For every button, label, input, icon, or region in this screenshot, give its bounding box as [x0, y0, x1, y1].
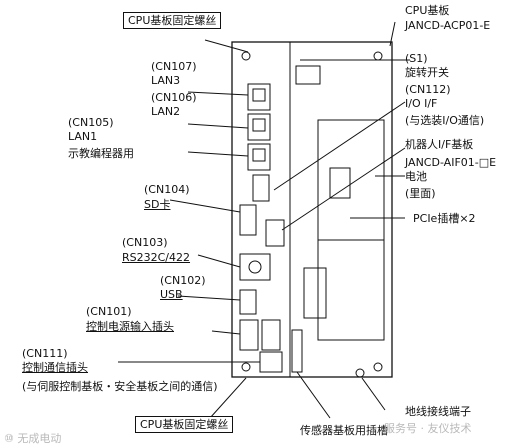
sensor-slot: [291, 329, 303, 373]
cn101-code: (CN101): [86, 305, 132, 318]
robot-if-model: JANCD-AIF01-□E: [405, 156, 497, 169]
lan3-port: [247, 83, 271, 111]
watermark-right: 服务号 · 友仪技术: [384, 422, 472, 435]
bottom-fix-screw-label: CPU基板固定螺丝: [135, 416, 234, 433]
cn112-name: I/O I/F: [405, 97, 438, 110]
s1-name: 旋转开关: [405, 66, 449, 79]
sd-card-slot: [239, 204, 257, 236]
lan1-socket: [252, 148, 266, 162]
cn106-name: LAN2: [151, 105, 181, 118]
s1-code: (S1): [405, 52, 428, 65]
bottom-left-screw: [241, 362, 251, 372]
lan2-socket: [252, 118, 266, 132]
cn111-code: (CN111): [22, 347, 68, 360]
rs232c-connector: [239, 253, 271, 281]
cn105-name: LAN1: [68, 130, 98, 143]
chassis-outline: [231, 41, 393, 378]
top-left-screw: [241, 51, 251, 61]
ground-terminal-label: 地线接线端子: [405, 405, 471, 418]
cn107-code: (CN107): [151, 60, 197, 73]
bottom-right-screw: [373, 362, 383, 372]
power-input-block: [261, 319, 281, 351]
lan1-port: [247, 143, 271, 171]
top-right-screw: [373, 51, 383, 61]
cn103-code: (CN103): [122, 236, 168, 249]
cn105-desc: 示教编程器用: [68, 147, 134, 160]
board-model: JANCD-ACP01-E: [405, 19, 491, 32]
cn111-name: 控制通信插头: [22, 361, 88, 374]
rotary-switch: [295, 65, 321, 85]
cn103-name: RS232C/422: [122, 251, 191, 264]
cn104-code: (CN104): [144, 183, 190, 196]
lan2-port: [247, 113, 271, 141]
battery-label: 电池: [405, 170, 427, 183]
cn104-name: SD卡: [144, 198, 171, 211]
ground-screw: [355, 368, 365, 378]
robot-if-board-label: 机器人I/F基板: [405, 138, 474, 151]
rs232c-port: [248, 260, 262, 274]
cn111-connector: [259, 351, 283, 373]
cpu-board-title: CPU基板: [405, 4, 450, 17]
cn107-name: LAN3: [151, 74, 181, 87]
battery-position: (里面): [405, 187, 436, 200]
cn106-code: (CN106): [151, 91, 197, 104]
watermark-left: ⑩ 无成电动: [4, 432, 62, 445]
sensor-slot-label: 传感器基板用插槽: [300, 424, 388, 437]
cn101-name: 控制电源输入插头: [86, 320, 174, 333]
cn105-code: (CN105): [68, 116, 114, 129]
cn102-name: USB: [160, 288, 183, 301]
battery-holder: [329, 167, 351, 199]
power-input-connector: [239, 319, 259, 351]
io-if-connector: [252, 174, 270, 202]
sensor-board: [303, 267, 327, 319]
cn112-code: (CN112): [405, 83, 451, 96]
cn102-code: (CN102): [160, 274, 206, 287]
robot-if-connector: [265, 219, 285, 247]
top-fix-screw-label: CPU基板固定螺丝: [123, 12, 222, 29]
pcie-area: [317, 119, 385, 341]
pcie-slot-label: PCIe插槽×2: [413, 212, 476, 225]
cn112-desc: (与选装I/O通信): [405, 114, 485, 127]
lan3-socket: [252, 88, 266, 102]
cn111-desc: (与伺服控制基板・安全基板之间的通信): [22, 380, 218, 393]
usb-port: [239, 289, 257, 315]
